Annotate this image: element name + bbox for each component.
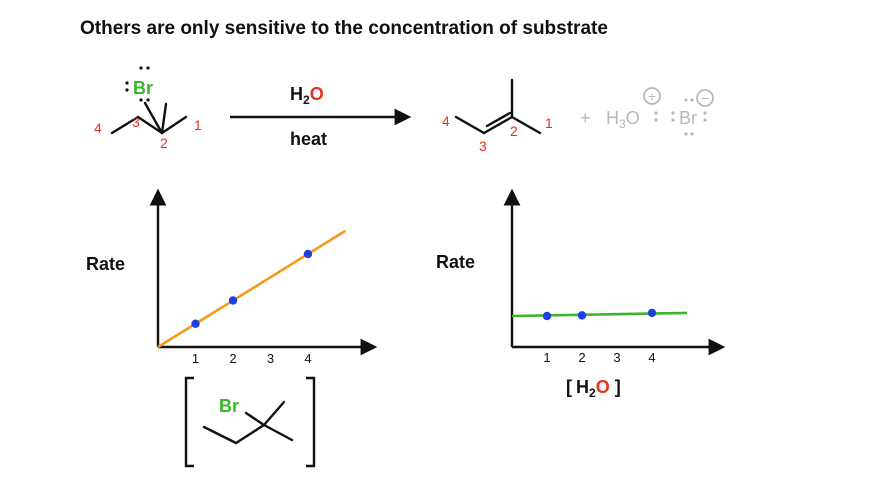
x-tick-label-2: 2 bbox=[578, 350, 585, 365]
plus-sign: + bbox=[580, 108, 591, 128]
bromine-atom: Br bbox=[219, 396, 239, 416]
bromine-atom: Br bbox=[133, 78, 153, 98]
y-axis-label: Rate bbox=[436, 252, 475, 272]
x-axis-label-substrate: Br bbox=[184, 376, 316, 468]
bromide-ion: Br bbox=[679, 108, 697, 128]
byproduct-ions: + H3O + Br − bbox=[580, 87, 714, 136]
lone-pair-dot bbox=[125, 81, 129, 85]
negative-charge-icon bbox=[696, 89, 714, 107]
bond-c2-c1 bbox=[510, 115, 542, 135]
data-point-2 bbox=[228, 296, 238, 305]
hydronium-ion: H3O bbox=[606, 108, 640, 131]
double-bond-second-line bbox=[485, 111, 512, 128]
x-tick-label-1: 1 bbox=[192, 351, 199, 366]
lone-pair-dot bbox=[125, 88, 129, 92]
y-axis-label: Rate bbox=[86, 254, 125, 274]
bond bbox=[244, 411, 266, 427]
lone-pair-dot bbox=[139, 98, 143, 102]
reactant-molecule: Br 4 3 2 1 bbox=[94, 66, 202, 151]
bond-c4-c3 bbox=[110, 115, 140, 135]
carbon-number-2: 2 bbox=[510, 123, 518, 139]
x-tick-label-3: 3 bbox=[267, 351, 274, 366]
trend-line-orange bbox=[157, 229, 347, 349]
reagent-heat: heat bbox=[290, 129, 327, 149]
data-point-4 bbox=[647, 308, 657, 318]
reagent-water: H2O bbox=[290, 84, 324, 107]
rate-vs-substrate-chart: Rate 1 2 3 4 Br bbox=[86, 188, 378, 468]
data-point-4 bbox=[303, 249, 313, 259]
carbon-number-3: 3 bbox=[479, 138, 487, 154]
lone-pair-dot bbox=[671, 111, 675, 115]
bond bbox=[234, 423, 266, 445]
bond bbox=[202, 425, 238, 445]
bond-c2-c1 bbox=[160, 115, 188, 135]
bond-c2-methyl bbox=[160, 102, 168, 135]
carbon-number-4: 4 bbox=[442, 113, 450, 129]
lone-pair-dot bbox=[654, 111, 658, 115]
lone-pair-dot bbox=[146, 98, 150, 102]
lone-pair-dot bbox=[703, 111, 707, 115]
carbon-number-4: 4 bbox=[94, 120, 102, 136]
data-point-1 bbox=[542, 311, 552, 321]
product-molecule: 4 3 2 1 bbox=[442, 78, 553, 154]
x-tick-labels: 1 2 3 4 bbox=[192, 351, 312, 366]
negative-charge-sign: − bbox=[701, 90, 709, 106]
data-marks bbox=[157, 229, 347, 349]
bond-c2-br bbox=[143, 101, 164, 135]
lone-pair-dot bbox=[671, 118, 675, 122]
page-title: Others are only sensitive to the concent… bbox=[80, 18, 608, 39]
positive-charge-icon bbox=[643, 87, 661, 105]
double-bond-c3-c2 bbox=[482, 115, 514, 135]
trend-line-green bbox=[511, 311, 688, 318]
x-tick-label-4: 4 bbox=[648, 350, 655, 365]
lone-pair-dot bbox=[139, 66, 143, 70]
carbon-number-3: 3 bbox=[132, 114, 140, 130]
x-tick-label-3: 3 bbox=[613, 350, 620, 365]
lone-pair-dot bbox=[703, 118, 707, 122]
bond bbox=[262, 423, 294, 442]
right-bracket bbox=[306, 376, 316, 468]
x-tick-labels: 1 2 3 4 bbox=[543, 350, 655, 365]
rate-vs-water-chart: Rate 1 2 3 4 [H2O] bbox=[436, 188, 726, 400]
carbon-number-1: 1 bbox=[545, 115, 553, 131]
positive-charge-sign: + bbox=[648, 88, 656, 104]
bond bbox=[262, 400, 286, 427]
x-tick-label-1: 1 bbox=[543, 350, 550, 365]
bond-c4-c3 bbox=[454, 115, 486, 135]
data-marks bbox=[511, 308, 688, 321]
data-point-2 bbox=[577, 311, 587, 320]
data-point-1 bbox=[191, 319, 200, 328]
lone-pair-dot bbox=[684, 132, 688, 136]
lone-pair-dot bbox=[690, 132, 694, 136]
lone-pair-dot bbox=[146, 66, 150, 70]
carbon-number-2: 2 bbox=[160, 135, 168, 151]
x-axis-label-water: [H2O] bbox=[566, 377, 621, 400]
lone-pair-dot bbox=[654, 118, 658, 122]
bond-c3-c2 bbox=[136, 115, 164, 135]
lone-pair-dot bbox=[684, 98, 688, 102]
x-tick-label-2: 2 bbox=[229, 351, 236, 366]
lone-pair-dot bbox=[690, 98, 694, 102]
left-bracket bbox=[184, 376, 194, 468]
x-tick-label-4: 4 bbox=[304, 351, 311, 366]
carbon-number-1: 1 bbox=[194, 117, 202, 133]
reaction-arrow: H2O heat bbox=[230, 84, 412, 149]
